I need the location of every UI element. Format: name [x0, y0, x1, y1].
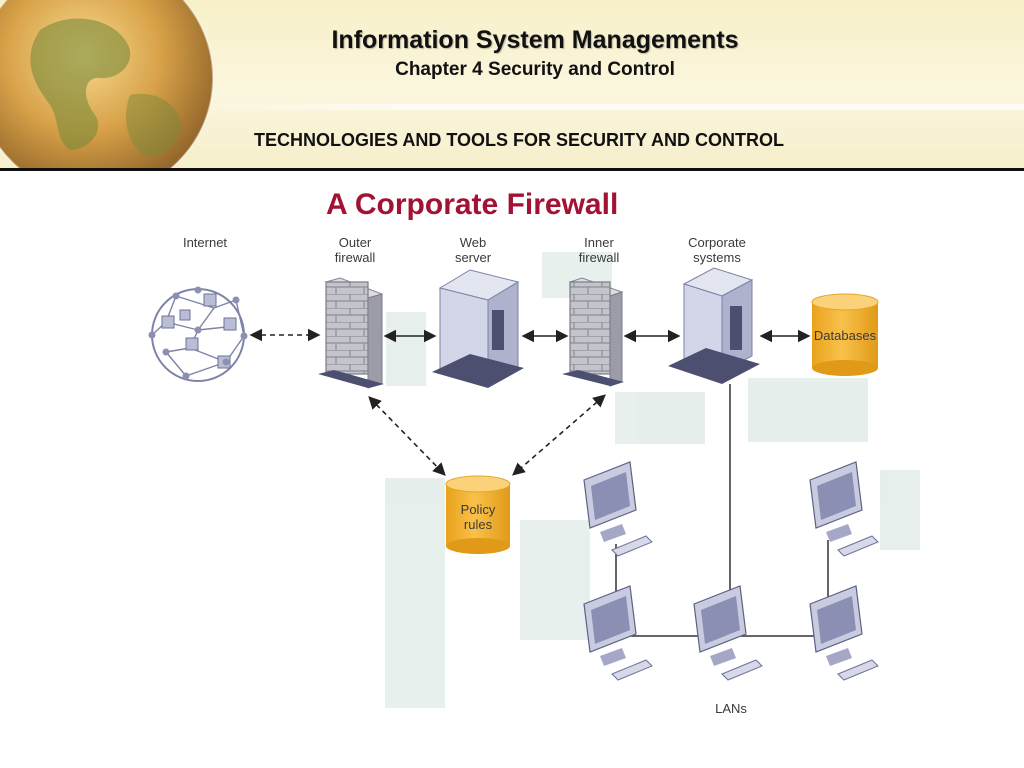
- outer-firewall-icon: [318, 277, 384, 389]
- policy-rules-label-1: Policy: [461, 502, 496, 517]
- lan-computer-1: [583, 461, 653, 557]
- web-server-label-1: Web: [460, 235, 487, 250]
- outer-firewall-label-1: Outer: [339, 235, 372, 250]
- outer-firewall-policy-link: [368, 396, 446, 476]
- header-divider: [0, 168, 1024, 171]
- slide-subtitle: Chapter 4 Security and Control: [395, 59, 675, 80]
- section-heading: TECHNOLOGIES AND TOOLS FOR SECURITY AND …: [254, 130, 785, 150]
- inner-firewall-label-2: firewall: [579, 250, 620, 265]
- lan-computers: [583, 461, 879, 681]
- corporate-systems-label-2: systems: [693, 250, 741, 265]
- internet-network-icon: [148, 286, 248, 382]
- databases-icon: [811, 293, 879, 376]
- lans-label: LANs: [715, 701, 747, 716]
- policy-rules-label-2: rules: [464, 517, 493, 532]
- web-server-label-2: server: [455, 250, 492, 265]
- outer-firewall-label-2: firewall: [335, 250, 376, 265]
- diagram-heading: A Corporate Firewall: [326, 188, 619, 221]
- lan-computer-5: [809, 585, 879, 681]
- internet-label: Internet: [183, 235, 227, 250]
- lan-computer-3: [583, 585, 653, 681]
- lan-computer-4: [693, 585, 763, 681]
- slide-title: Information System Managements: [331, 26, 739, 54]
- databases-label: Databases: [814, 328, 877, 343]
- inner-firewall-label-1: Inner: [584, 235, 614, 250]
- corporate-systems-label-1: Corporate: [688, 235, 746, 250]
- globe-logo: [0, 0, 220, 168]
- inner-firewall-policy-link: [512, 394, 606, 476]
- header-band: [180, 104, 1024, 110]
- policy-rules-icon: [445, 475, 511, 554]
- inner-firewall-icon: [562, 277, 624, 387]
- corporate-systems-icon: [668, 267, 760, 384]
- web-server-icon: [432, 269, 524, 388]
- lan-computer-2: [809, 461, 879, 557]
